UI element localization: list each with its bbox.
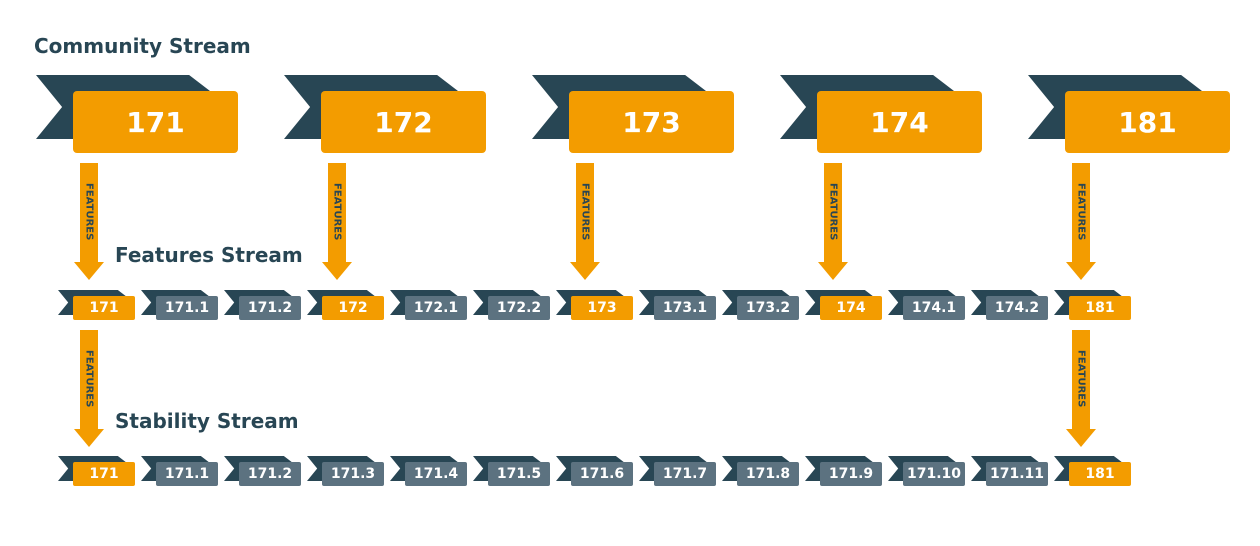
features-stream-heading: Features Stream <box>115 243 303 267</box>
stability-stream-release: 171.7 <box>654 462 716 486</box>
arrow-head-icon <box>570 262 600 280</box>
stability-stream-heading: Stability Stream <box>115 409 299 433</box>
arrow-label: FEATURES <box>331 182 343 240</box>
features-stream-release: 174.1 <box>903 296 965 320</box>
features-stream-release: 171 <box>73 296 135 320</box>
arrow-head-icon <box>1066 262 1096 280</box>
features-stream-release: 172 <box>322 296 384 320</box>
stability-stream-release: 171.5 <box>488 462 550 486</box>
community-release-172: 172 <box>321 91 486 153</box>
features-stream-release: 174.2 <box>986 296 1048 320</box>
arrow-label: FEATURES <box>827 182 839 240</box>
features-stream-release: 171.2 <box>239 296 301 320</box>
arrow-shaft <box>1072 330 1090 429</box>
features-arrow: FEATURES <box>818 163 848 280</box>
arrow-label: FEATURES <box>1075 349 1087 407</box>
stability-stream-release: 181 <box>1069 462 1131 486</box>
features-stream-release: 172.2 <box>488 296 550 320</box>
features-arrow: FEATURES <box>322 163 352 280</box>
features-stream-release: 181 <box>1069 296 1131 320</box>
arrow-head-icon <box>818 262 848 280</box>
stability-stream-release: 171.9 <box>820 462 882 486</box>
community-stream-heading: Community Stream <box>34 34 251 58</box>
community-release-174: 174 <box>817 91 982 153</box>
features-stream-release: 173.2 <box>737 296 799 320</box>
features-stream-release: 173 <box>571 296 633 320</box>
arrow-shaft <box>576 163 594 262</box>
arrow-shaft <box>824 163 842 262</box>
arrow-head-icon <box>322 262 352 280</box>
arrow-head-icon <box>1066 429 1096 447</box>
features-arrow: FEATURES <box>1066 163 1096 280</box>
arrow-shaft <box>80 163 98 262</box>
arrow-label: FEATURES <box>1075 182 1087 240</box>
stability-stream-release: 171 <box>73 462 135 486</box>
stability-stream-release: 171.11 <box>986 462 1048 486</box>
stability-stream-release: 171.10 <box>903 462 965 486</box>
stability-stream-release: 171.2 <box>239 462 301 486</box>
features-stream-release: 171.1 <box>156 296 218 320</box>
community-release-171: 171 <box>73 91 238 153</box>
features-stream-release: 173.1 <box>654 296 716 320</box>
features-arrow: FEATURES <box>570 163 600 280</box>
arrow-shaft <box>328 163 346 262</box>
arrow-label: FEATURES <box>83 182 95 240</box>
stability-stream-release: 171.6 <box>571 462 633 486</box>
features-arrow: FEATURES <box>1066 330 1096 447</box>
features-stream-release: 172.1 <box>405 296 467 320</box>
stability-stream-release: 171.1 <box>156 462 218 486</box>
community-release-173: 173 <box>569 91 734 153</box>
features-arrow: FEATURES <box>74 330 104 447</box>
arrow-label: FEATURES <box>579 182 591 240</box>
features-arrow: FEATURES <box>74 163 104 280</box>
stability-stream-release: 171.4 <box>405 462 467 486</box>
arrow-shaft <box>80 330 98 429</box>
stability-stream-release: 171.8 <box>737 462 799 486</box>
arrow-label: FEATURES <box>83 349 95 407</box>
arrow-head-icon <box>74 262 104 280</box>
arrow-shaft <box>1072 163 1090 262</box>
arrow-head-icon <box>74 429 104 447</box>
features-stream-release: 174 <box>820 296 882 320</box>
community-release-181: 181 <box>1065 91 1230 153</box>
stability-stream-release: 171.3 <box>322 462 384 486</box>
